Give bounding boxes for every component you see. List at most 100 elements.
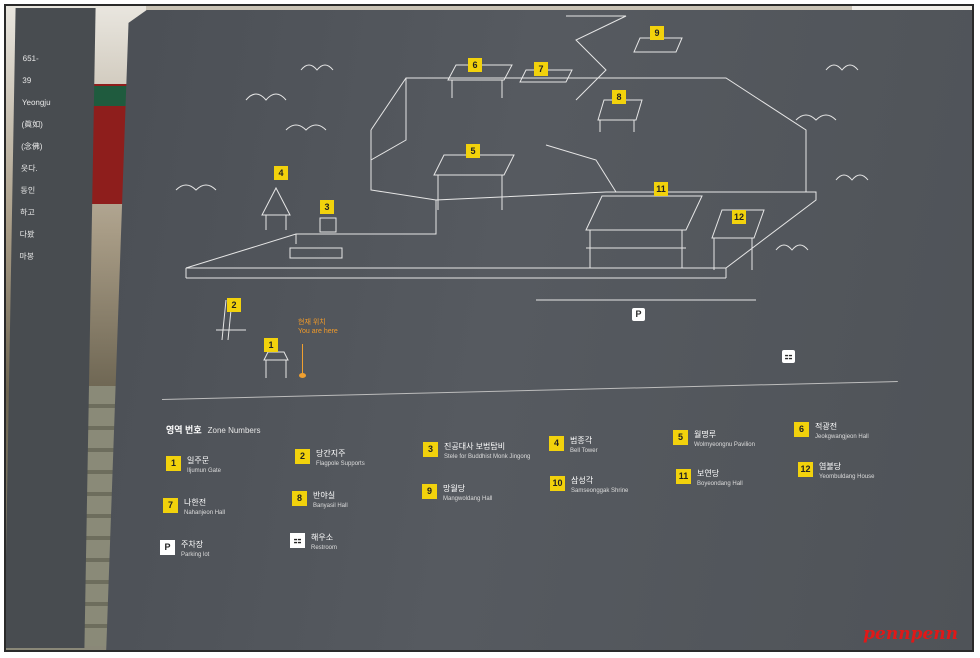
zone-name-ko: 월명루 <box>694 430 717 439</box>
zone-number-badge: 12 <box>798 462 813 477</box>
zone-name-ko: 반야실 <box>313 491 336 500</box>
zone-name-en: Bell Tower <box>570 448 598 454</box>
zone-name-ko: 당간지주 <box>316 449 346 458</box>
photo-frame: 651-39 Yeongju (眞如) (念佛) 읏다. 동인 하고 다봤 마봉 <box>4 4 974 652</box>
zone-marker-6: 6 <box>468 58 482 72</box>
side-sign-line: (念佛) <box>21 142 43 151</box>
building-6 <box>447 64 513 98</box>
side-sign-line: 동인 <box>20 186 36 195</box>
building-8 <box>597 99 643 132</box>
legend-entry: 1 일주문 Iljumun Gate <box>166 456 221 476</box>
you-are-here-label: 현재 위치 You are here <box>298 318 338 336</box>
side-sign-line: 하고 <box>19 208 35 217</box>
building-5 <box>433 154 515 210</box>
zone-number-badge: 9 <box>422 484 437 499</box>
side-sign-panel: 651-39 Yeongju (眞如) (念佛) 읏다. 동인 하고 다봤 마봉 <box>6 8 96 648</box>
zone-marker-5: 5 <box>466 144 480 158</box>
side-sign-line: 마봉 <box>19 252 35 261</box>
zone-name-en: Samseonggak Shrine <box>571 488 629 494</box>
restroom-icon: ⚏ <box>782 350 795 363</box>
legend-entry: 10 삼성각 Samseonggak Shrine <box>550 476 628 496</box>
zone-name-en: Banyasil Hall <box>313 503 348 509</box>
zone-number-badge: 8 <box>292 491 307 506</box>
legend-title-en: Zone Numbers <box>207 426 261 435</box>
zone-marker-7: 7 <box>534 62 548 76</box>
zone-name-ko: 범종각 <box>570 436 593 445</box>
legend-entry: 11 보연당 Boyeondang Hall <box>676 469 743 489</box>
zone-number-badge: 11 <box>676 469 691 484</box>
zone-name-en: Parking lot <box>181 552 210 558</box>
you-are-here-en: You are here <box>298 328 338 335</box>
zone-marker-3: 3 <box>320 200 334 214</box>
zone-name-ko: 적광전 <box>815 422 838 431</box>
zone-number-badge: 7 <box>163 498 178 513</box>
side-sign-text: 651-39 Yeongju (眞如) (念佛) 읏다. 동인 하고 다봤 마봉 <box>19 48 51 268</box>
side-sign-line: (眞如) <box>21 120 43 129</box>
side-sign-line: Yeongju <box>21 98 51 107</box>
upper-stair <box>545 144 617 193</box>
zone-marker-4: 4 <box>274 166 288 180</box>
zone-number-badge: 6 <box>794 422 809 437</box>
building-9 <box>633 37 683 53</box>
zone-marker-8: 8 <box>612 90 626 104</box>
zone-marker-12: 12 <box>732 210 746 224</box>
zone-name-en: Boyeondang Hall <box>697 481 743 487</box>
building-7 <box>519 69 573 83</box>
map-drawing <box>175 15 869 378</box>
side-sign-line: 다봤 <box>19 230 35 239</box>
parking-icon: P <box>160 540 175 555</box>
upper-terrace-wall <box>370 78 407 161</box>
side-sign-line: 651-39 <box>22 54 39 85</box>
zone-name-en: Restroom <box>311 545 338 551</box>
tree-outlines <box>175 64 869 251</box>
gate-1 <box>263 351 289 378</box>
zone-marker-2: 2 <box>227 298 241 312</box>
zone-number-badge: 2 <box>295 449 310 464</box>
legend-entry-parking: P 주차장 Parking lot <box>160 540 209 560</box>
you-are-here-pointer <box>302 344 303 376</box>
zone-name-ko: 삼성각 <box>571 476 594 485</box>
stele-3 <box>319 217 337 233</box>
zone-name-en: Yeombuldang House <box>819 474 875 480</box>
zone-name-ko: 진공대사 보법탑비 <box>444 442 506 451</box>
zone-name-en: Mangwoldang Hall <box>443 496 493 502</box>
zone-number-badge: 10 <box>550 476 565 491</box>
zone-name-ko: 해우소 <box>311 533 334 542</box>
legend-entry: 5 월명루 Wolmyeongnu Pavilion <box>673 430 755 450</box>
photographer-watermark: pennpenn <box>863 624 958 644</box>
temple-site-map: 1 2 3 4 5 6 7 8 9 11 12 현재 위치 You are he… <box>106 10 972 400</box>
building-12 <box>711 209 765 270</box>
you-are-here-dot <box>299 373 306 378</box>
zone-name-ko: 염불당 <box>819 462 842 471</box>
zone-name-ko: 망월당 <box>443 484 466 493</box>
zone-name-en: Wolmyeongnu Pavilion <box>694 442 755 448</box>
zone-name-ko: 보연당 <box>697 469 720 478</box>
zone-number-badge: 5 <box>673 430 688 445</box>
lower-terrace-outline <box>185 191 817 269</box>
zone-name-en: Iljumun Gate <box>187 468 222 474</box>
restroom-icon: ⚏ <box>290 533 305 548</box>
legend-entry-restroom: ⚏ 해우소 Restroom <box>290 533 337 553</box>
terrace-edge <box>185 234 727 279</box>
legend-entry: 12 염불당 Yeombuldang House <box>798 462 875 482</box>
zone-name-en: Stele for Buddhist Monk Jingong <box>444 454 531 460</box>
legend-entry: 6 적광전 Jeokgwangjeon Hall <box>794 422 869 442</box>
legend-entry: 9 망월당 Mangwoldang Hall <box>422 484 492 504</box>
building-4 <box>261 186 291 230</box>
zone-marker-11: 11 <box>654 182 668 196</box>
zone-marker-9: 9 <box>650 26 664 40</box>
zone-number-badge: 4 <box>549 436 564 451</box>
legend-entry: 4 범종각 Bell Tower <box>549 436 598 456</box>
upper-terrace-outline <box>370 77 807 201</box>
temple-map-board <box>106 10 972 650</box>
zone-name-ko: 주차장 <box>181 540 204 549</box>
zone-number-badge: 1 <box>166 456 181 471</box>
zone-name-en: Jeokgwangjeon Hall <box>815 434 869 440</box>
zone-name-ko: 일주문 <box>187 456 210 465</box>
parking-icon: P <box>632 308 645 321</box>
side-sign-line: 읏다. <box>20 164 38 173</box>
